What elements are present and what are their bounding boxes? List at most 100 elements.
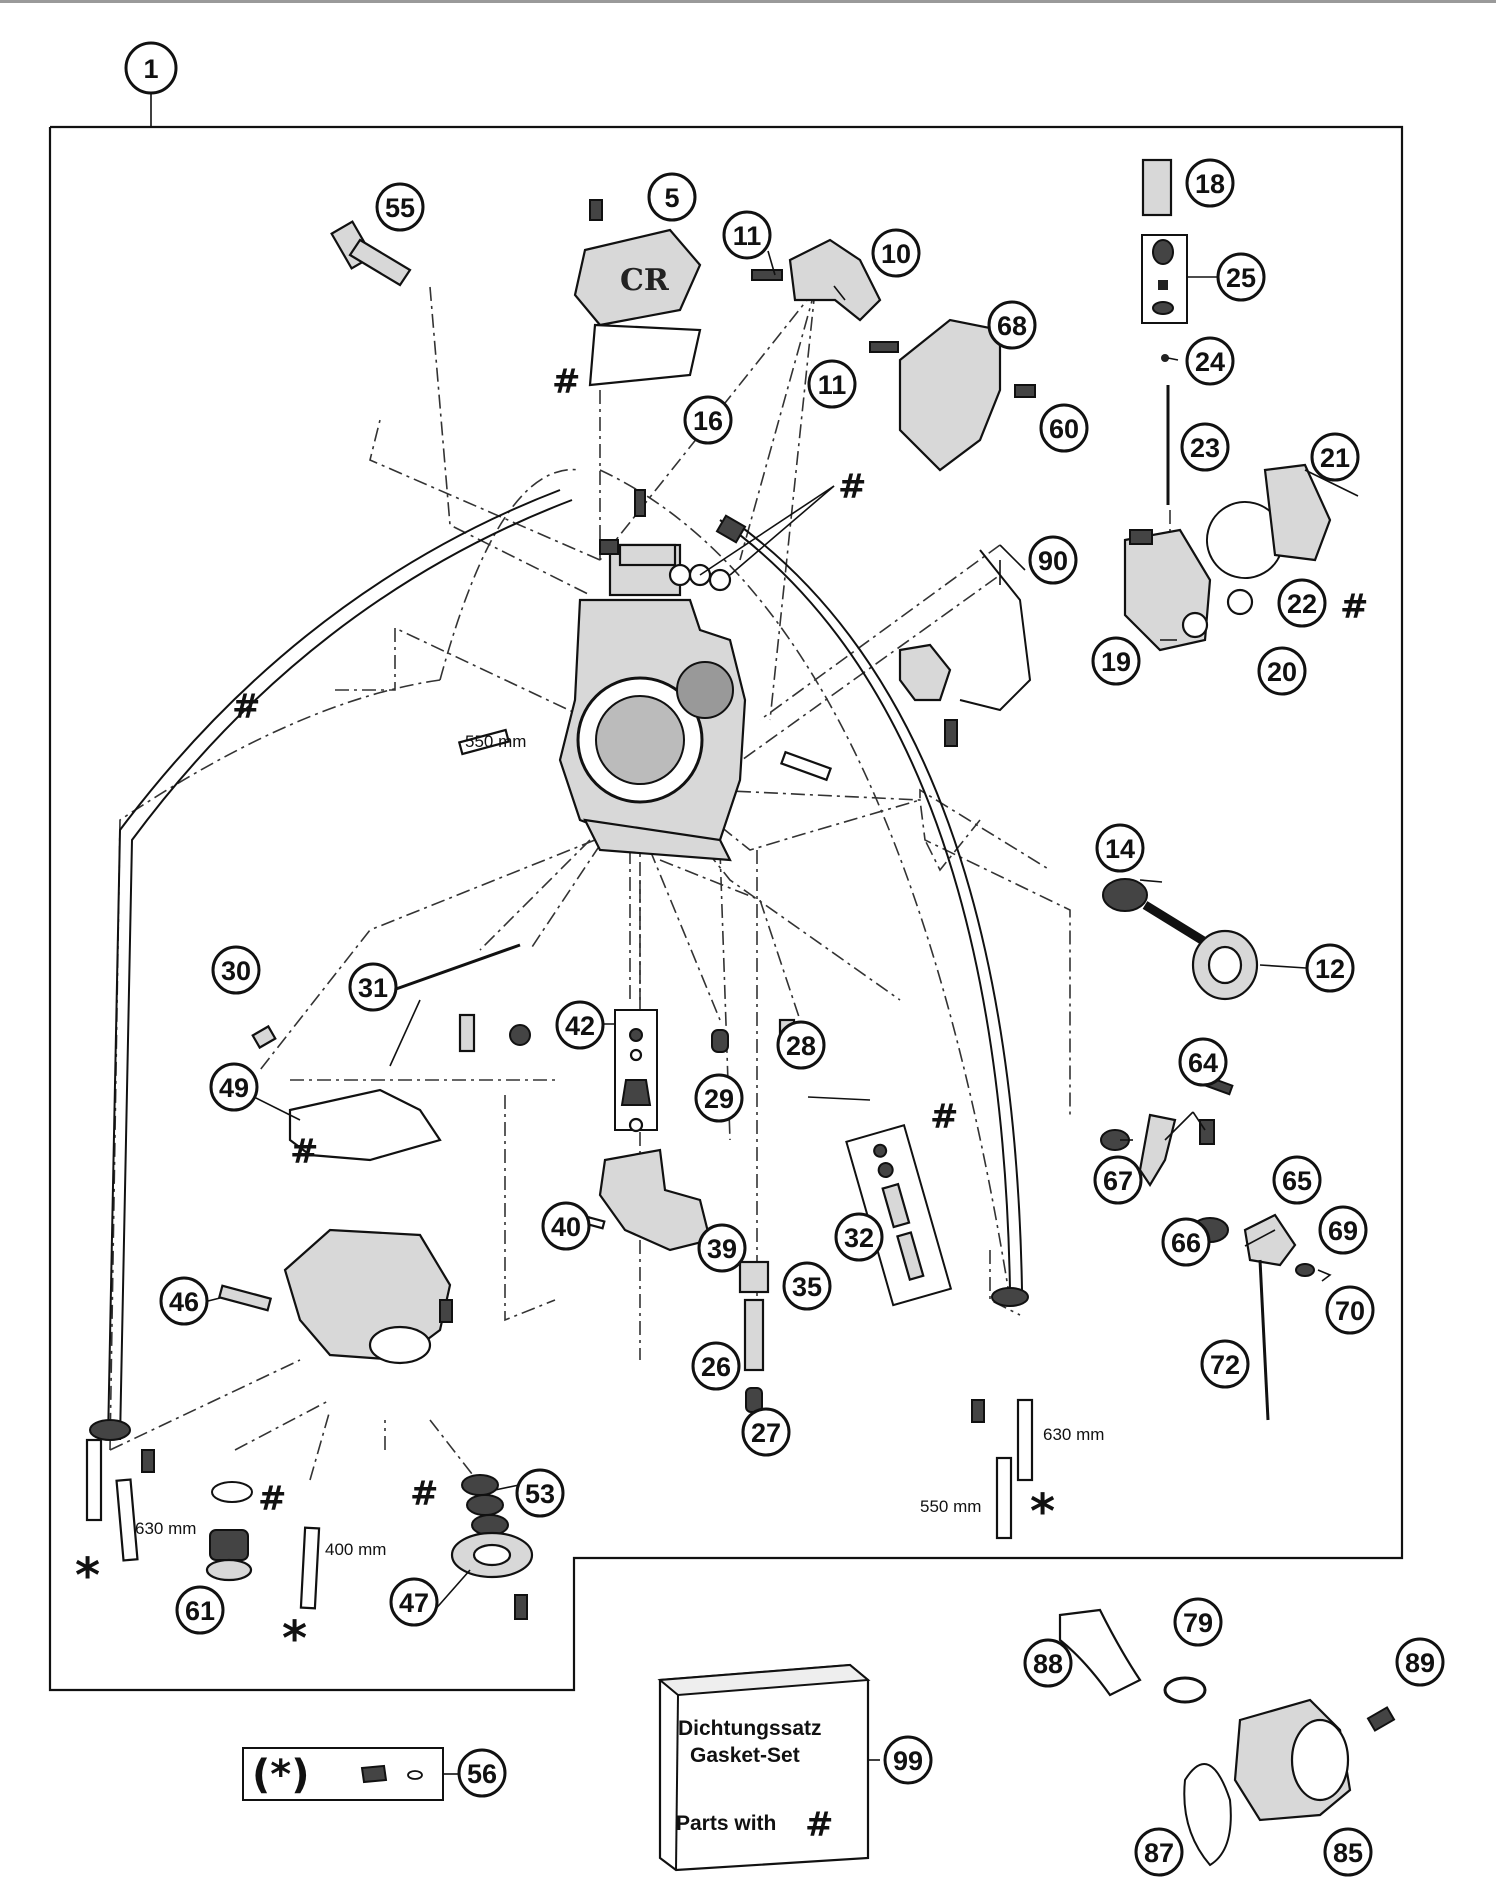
hose-ends: [85, 1287, 1034, 1610]
gasket-mark: #: [930, 1097, 959, 1137]
callout-number: 14: [1105, 834, 1135, 864]
callout-67: 67: [1093, 1155, 1143, 1205]
part-42-jets: [614, 1009, 658, 1133]
callout-circle: [1095, 823, 1145, 873]
callout-number: 99: [893, 1746, 923, 1776]
callout-number: 67: [1103, 1166, 1133, 1196]
callout-circle: [348, 962, 398, 1012]
callout-number: 39: [707, 1234, 737, 1264]
callout-number: 19: [1101, 647, 1131, 677]
callout-72: 72: [1200, 1339, 1250, 1389]
part-47-pump-cover: [450, 1531, 534, 1620]
callout-number: 31: [358, 973, 388, 1003]
callout-number: 24: [1195, 347, 1225, 377]
callout-circle: [1178, 1037, 1228, 1087]
callout-23: 23: [1180, 422, 1230, 472]
callout-68: 68: [987, 300, 1037, 350]
part-64-lever: [1138, 1073, 1234, 1188]
callout-number: 64: [1188, 1048, 1218, 1078]
callout-14: 14: [1095, 823, 1145, 873]
hose-kit-box: (*): [242, 1747, 458, 1801]
part-24-pin: [1161, 354, 1169, 362]
callout-number: 22: [1287, 589, 1317, 619]
part-14-spring: [1102, 878, 1148, 912]
callout-46: 46: [159, 1276, 209, 1326]
gasket-mark: #: [1340, 587, 1369, 627]
callout-39: 39: [697, 1223, 747, 1273]
callout-circle: [741, 1407, 791, 1457]
callout-11b: 11: [807, 359, 857, 409]
callout-circle: [389, 1577, 439, 1627]
callout-27: 27: [741, 1407, 791, 1457]
callout-circle: [515, 1468, 565, 1518]
callout-number: 29: [704, 1084, 734, 1114]
callout-number: 10: [881, 239, 911, 269]
part-19-pump: [1123, 528, 1212, 652]
callout-11a: 11: [722, 210, 772, 260]
assembly-frame: [48, 125, 1404, 1692]
callout-circle: [1216, 252, 1266, 302]
callout-circle: [1023, 1638, 1073, 1688]
part-21-diaphragm-cover: [1263, 463, 1332, 562]
callout-26: 26: [691, 1341, 741, 1391]
hose-length-label: 630 mm: [135, 1519, 196, 1538]
callout-55: 55: [375, 182, 425, 232]
part-88-hose: [1058, 1608, 1142, 1697]
callout-60: 60: [1039, 403, 1089, 453]
callout-circle: [1028, 535, 1078, 585]
gasket-mark: #: [258, 1479, 287, 1519]
callout-42: 42: [555, 1000, 605, 1050]
callout-circle: [871, 228, 921, 278]
callout-21: 21: [1310, 432, 1360, 482]
part-12-shaft: [1142, 901, 1259, 1001]
part-39-float: [598, 1148, 712, 1252]
part-49-float-bowl: [217, 1088, 453, 1365]
callout-53: 53: [515, 1468, 565, 1518]
callout-circle: [834, 1212, 884, 1262]
hose-kit-marks: * * *: [75, 1484, 1055, 1667]
gasket-box-title: Dichtungssatz: [678, 1717, 822, 1740]
callout-circle: [1305, 943, 1355, 993]
callout-circle: [1318, 1205, 1368, 1255]
callout-12: 12: [1305, 943, 1355, 993]
part-79-clamp: [1163, 1676, 1207, 1704]
callout-number: 69: [1328, 1216, 1358, 1246]
callout-circle: [694, 1073, 744, 1123]
hose-kit-mark: *: [1030, 1484, 1055, 1540]
part-61-plug: [205, 1529, 253, 1582]
callout-66: 66: [1161, 1217, 1211, 1267]
callout-56: 56: [457, 1748, 507, 1798]
gasket-box-subtitle: Gasket-Set: [690, 1744, 800, 1767]
callout-circle: [1272, 1155, 1322, 1205]
callout-number: 20: [1267, 657, 1297, 687]
callout-circle: [211, 945, 261, 995]
callout-number: 66: [1171, 1228, 1201, 1258]
callout-number: 46: [169, 1287, 199, 1317]
gasket-mark: #: [232, 687, 261, 727]
gasket-box-parts-text: Parts with: [676, 1812, 776, 1835]
callout-number: 5: [664, 183, 679, 213]
gasket-set-box: Dichtungssatz Gasket-Set Parts with #: [657, 1663, 871, 1872]
callout-10: 10: [871, 228, 921, 278]
callout-19: 19: [1091, 636, 1141, 686]
callout-49: 49: [209, 1062, 259, 1112]
callout-number: 40: [551, 1212, 581, 1242]
callout-circle: [1323, 1827, 1373, 1877]
callout-number: 21: [1320, 443, 1350, 473]
hose-length-label: 400 mm: [325, 1540, 386, 1559]
callout-89: 89: [1395, 1637, 1445, 1687]
callout-number: 35: [792, 1272, 822, 1302]
callout-circle: [1161, 1217, 1211, 1267]
callout-circle: [1200, 1339, 1250, 1389]
callout-90: 90: [1028, 535, 1078, 585]
callout-number: 42: [565, 1011, 595, 1041]
callout-number: 28: [786, 1031, 816, 1061]
callout-number: 26: [701, 1352, 731, 1382]
part-29-jet: [711, 1029, 729, 1053]
callout-24: 24: [1185, 336, 1235, 386]
callout-number: 79: [1183, 1608, 1213, 1638]
callout-circle: [555, 1000, 605, 1050]
callout-30: 30: [211, 945, 261, 995]
callout-circle: [1039, 403, 1089, 453]
